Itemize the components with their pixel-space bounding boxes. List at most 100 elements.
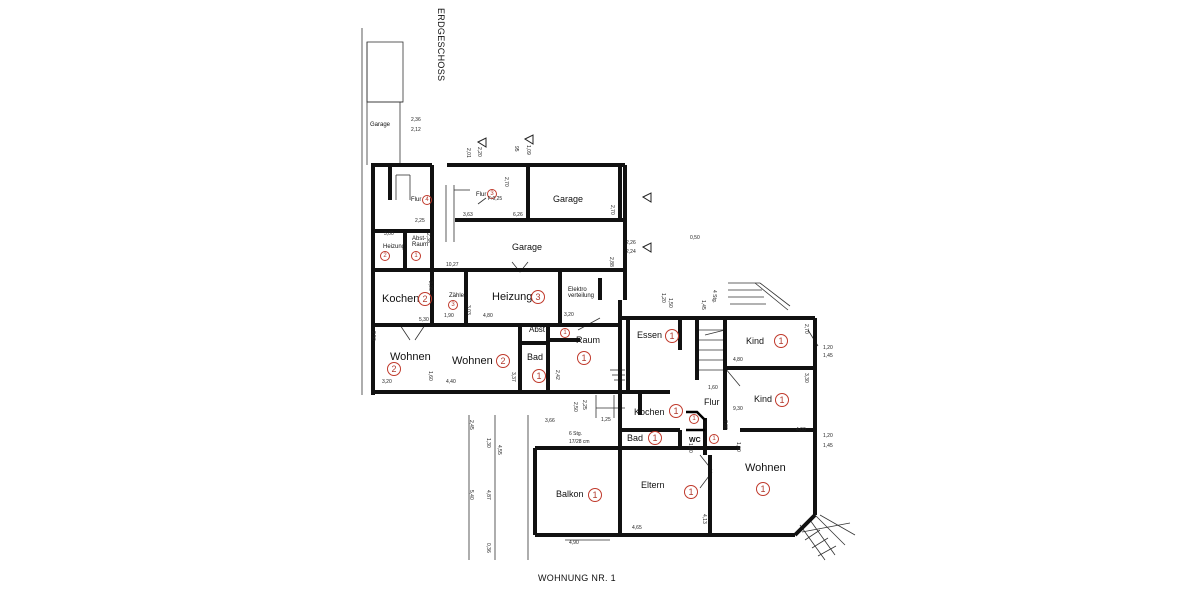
dim-455: 4,55 bbox=[496, 445, 502, 455]
unit-flur-4: 4 bbox=[422, 195, 432, 205]
room-flur-3: Flur bbox=[476, 192, 487, 198]
dim-220: 2,20 bbox=[476, 147, 482, 157]
room-wc: WC bbox=[689, 437, 701, 444]
walls bbox=[371, 163, 817, 537]
dim-145a: 1,45 bbox=[823, 353, 833, 359]
dim-337: 3,37 bbox=[510, 372, 516, 382]
dim-363: 3,63 bbox=[463, 212, 473, 218]
dim-320: 3,20 bbox=[564, 312, 574, 318]
plan-title: WOHNUNG NR. 1 bbox=[538, 573, 616, 583]
dim-212: 2,12 bbox=[411, 127, 421, 133]
dim-160b: 1,60 bbox=[708, 385, 718, 391]
room-kind-b: Kind bbox=[754, 394, 773, 404]
dim-487: 4,87 bbox=[485, 490, 491, 500]
room-essen: Essen bbox=[637, 330, 663, 340]
dim-109: 1,09 bbox=[525, 145, 531, 155]
dim-160: 1,60 bbox=[427, 371, 433, 381]
room-wohnen-2b: Wohnen bbox=[452, 355, 493, 367]
room-eltern: Eltern bbox=[641, 480, 665, 490]
room-wohnen-2a: Wohnen bbox=[390, 351, 431, 363]
unit-wohnen-2b: 2 bbox=[496, 354, 510, 368]
room-raum: Raum bbox=[576, 335, 601, 345]
room-abst: Abst bbox=[529, 325, 546, 334]
dim-145c: 1,45 bbox=[700, 300, 706, 310]
dim-480b: 4,80 bbox=[733, 357, 743, 363]
dim-130: 1,30 bbox=[485, 438, 491, 448]
room-flur-1: Flur bbox=[704, 397, 720, 407]
dim-238: 2,38 bbox=[425, 233, 431, 243]
dim-stg: 6 Stg. bbox=[569, 431, 583, 437]
unit-essen: 1 bbox=[665, 329, 679, 343]
dim-413: 4,13 bbox=[701, 514, 707, 524]
dim-036: 0,36 bbox=[485, 543, 491, 553]
dim-95: 95 bbox=[513, 146, 519, 152]
dim-480: 4,80 bbox=[483, 313, 493, 319]
dim-225a: 2,25 bbox=[415, 218, 425, 224]
room-garage-mid: Garage bbox=[512, 242, 543, 252]
dim-270a: 2,70 bbox=[503, 177, 509, 187]
unit-balkon: 1 bbox=[588, 488, 602, 502]
unit-wohnen-1: 1 bbox=[756, 482, 770, 496]
dim-366: 3,66 bbox=[545, 418, 555, 424]
room-bad-1: Bad bbox=[627, 433, 644, 443]
dim-303: 3,03 bbox=[465, 305, 471, 315]
dim-320b: 3,20 bbox=[382, 379, 392, 385]
dim-088: 2,88 bbox=[608, 257, 614, 267]
dim-270c: 2,70 bbox=[803, 324, 809, 334]
unit-heizung-3: 3 bbox=[531, 290, 545, 304]
dim-stg2: 17/28 cm bbox=[569, 439, 590, 445]
dim-300: 3,00 bbox=[384, 231, 394, 237]
unit-bad-1: 1 bbox=[648, 431, 662, 445]
floor-label: ERDGESCHOSS bbox=[436, 8, 446, 82]
unit-wohnen-2a: 2 bbox=[387, 362, 401, 376]
dim-120c: 1,20 bbox=[660, 293, 666, 303]
dim-120b: 1,20 bbox=[823, 433, 833, 439]
room-heizung-3: Heizung bbox=[492, 291, 533, 303]
dim-400: 4,00 bbox=[796, 427, 806, 433]
unit-flur-1: 1 bbox=[689, 414, 699, 424]
dim-540: 5,40 bbox=[468, 490, 474, 500]
dim-930: 9,30 bbox=[733, 406, 743, 412]
dim-190b: 1,90 bbox=[735, 442, 741, 452]
room-elektroverteilung: Elektro verteilung bbox=[568, 287, 595, 299]
dim-1025: F:0,25 bbox=[488, 196, 503, 202]
dim-145b: 1,45 bbox=[823, 443, 833, 449]
dim-120a: 1,20 bbox=[823, 345, 833, 351]
room-balkon: Balkon bbox=[556, 489, 584, 499]
room-bad-2: Bad bbox=[527, 352, 544, 362]
dim-330: 3,30 bbox=[803, 373, 809, 383]
room-abst-raum: Abst- Raum bbox=[412, 236, 429, 248]
dim-245: 2,45 bbox=[468, 420, 474, 430]
room-kochen-2: Kochen bbox=[382, 293, 420, 305]
unit-eltern: 1 bbox=[684, 485, 698, 499]
room-kind-a: Kind bbox=[746, 336, 765, 346]
unit-kind-b: 1 bbox=[775, 393, 789, 407]
room-zahler: Zähler bbox=[449, 293, 467, 299]
dim-150: 1,50 bbox=[667, 298, 673, 308]
room-garage-small: Garage bbox=[370, 122, 391, 128]
dim-226: 2,26 bbox=[626, 240, 636, 246]
thin-lines bbox=[361, 28, 856, 561]
dim-190c: 1,90 bbox=[687, 443, 693, 453]
unit-kind-a: 1 bbox=[774, 334, 788, 348]
dim-270b: 2,70 bbox=[609, 205, 615, 215]
dim-780: 7,80 bbox=[722, 420, 728, 430]
unit-kochen-1: 1 bbox=[669, 404, 683, 418]
room-wohnen-1: Wohnen bbox=[745, 462, 786, 474]
dim-225b: 2,25 bbox=[581, 400, 587, 410]
unit-flur-3: 3 bbox=[487, 189, 497, 199]
dim-190: 1,90 bbox=[444, 313, 454, 319]
heavy-accents bbox=[686, 410, 706, 432]
unit-wc: 1 bbox=[709, 434, 719, 444]
room-flur-4: Flur bbox=[411, 197, 422, 203]
dim-125: 1,25 bbox=[601, 417, 611, 423]
dim-440: 4,40 bbox=[446, 379, 456, 385]
dim-250b: 2,50 bbox=[572, 402, 578, 412]
dim-530: 5,30 bbox=[419, 317, 429, 323]
dim-250: 2,50 bbox=[370, 331, 376, 341]
dim-295: 2,95 bbox=[427, 281, 433, 291]
unit-raum: 1 bbox=[577, 351, 591, 365]
unit-heizung-small: 2 bbox=[380, 251, 390, 261]
dim-465: 4,65 bbox=[632, 525, 642, 531]
